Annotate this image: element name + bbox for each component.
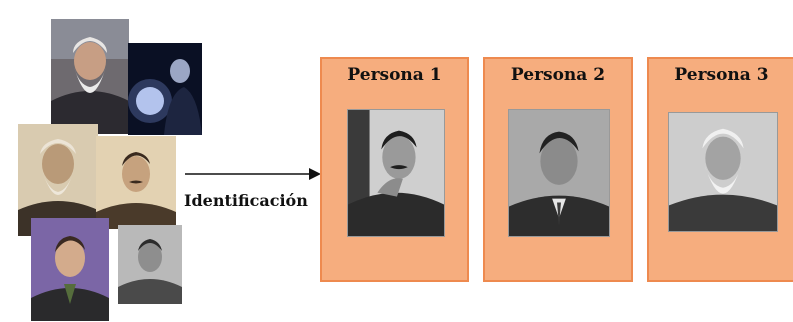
persona-title: Persona 3 — [674, 65, 769, 85]
persona-3-portrait — [668, 112, 778, 232]
persona-box-1: Persona 1 — [320, 57, 469, 282]
persona-1-portrait — [347, 109, 445, 237]
persona-box-2: Persona 2 — [483, 57, 633, 282]
collage-portrait-man-with-moustache-sepia — [96, 136, 176, 229]
persona-2-portrait — [508, 109, 610, 237]
identification-label: Identificación — [184, 191, 308, 210]
identification-arrow — [185, 168, 321, 180]
collage-portrait-young-man-color — [31, 218, 109, 321]
persona-title: Persona 1 — [347, 65, 442, 85]
collage-portrait-bearded-man-color — [51, 19, 129, 134]
collage-portrait-man-bw — [118, 225, 182, 304]
persona-box-3: Persona 3 — [647, 57, 793, 282]
collage-portrait-man-with-lightbulb — [128, 43, 202, 135]
persona-title: Persona 2 — [510, 65, 606, 85]
